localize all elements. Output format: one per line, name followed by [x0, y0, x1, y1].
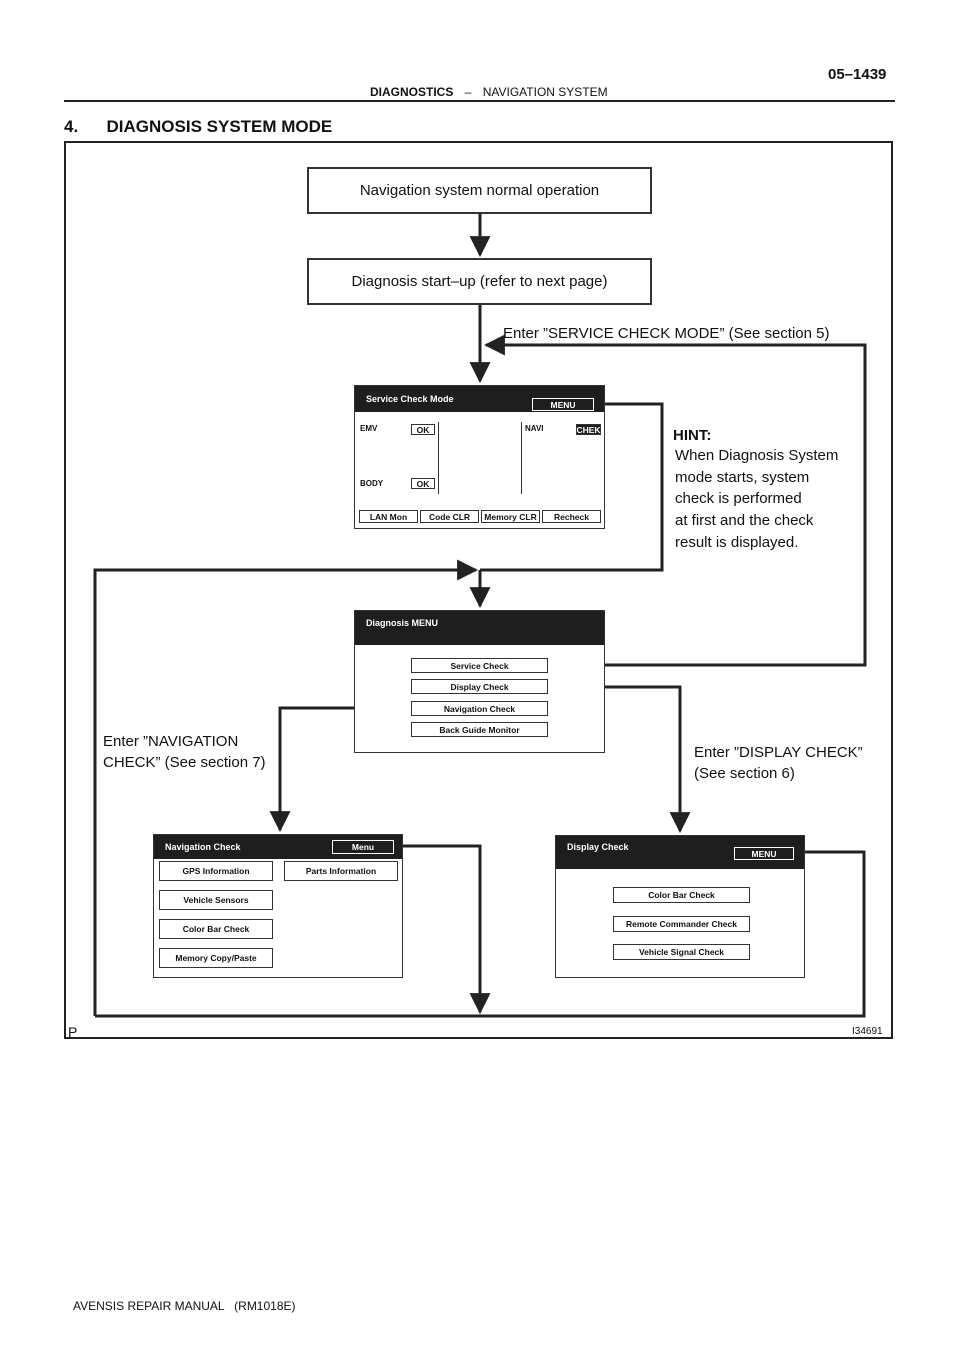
service-menu-button[interactable]: MENU: [532, 398, 594, 411]
hint-line-1: When Diagnosis System: [675, 447, 839, 464]
vehicle-signal-check-button[interactable]: Vehicle Signal Check: [613, 944, 750, 960]
parts-information-button[interactable]: Parts Information: [284, 861, 398, 881]
normal-operation-label: Navigation system normal operation: [359, 182, 600, 199]
figure-letter: P: [68, 1024, 78, 1040]
figure-frame: [64, 141, 893, 1039]
note-display-line-2: (See section 6): [694, 765, 795, 782]
header-rule: [64, 100, 895, 102]
color-bar-check-button[interactable]: Color Bar Check: [613, 887, 750, 903]
display-menu-button[interactable]: MENU: [734, 847, 794, 860]
emv-status: OK: [411, 424, 435, 435]
divider-right: [521, 422, 522, 494]
section-title: 4. DIAGNOSIS SYSTEM MODE: [64, 117, 333, 136]
header-section: DIAGNOSTICS: [370, 85, 454, 99]
back-guide-monitor-item[interactable]: Back Guide Monitor: [411, 722, 548, 737]
lan-mon-button[interactable]: LAN Mon: [359, 510, 418, 523]
header-separator: –: [464, 85, 472, 99]
navigation-check-screen: Navigation Check Menu GPS Information Pa…: [153, 834, 403, 978]
hint-line-4: at first and the check: [675, 512, 814, 529]
navi-status: CHEK: [576, 424, 601, 435]
gps-information-button[interactable]: GPS Information: [159, 861, 273, 881]
diagnosis-menu-screen: Diagnosis MENU Service Check Display Che…: [354, 610, 605, 753]
display-check-item[interactable]: Display Check: [411, 679, 548, 694]
recheck-button[interactable]: Recheck: [542, 510, 601, 523]
note-navigation-line-1: Enter ”NAVIGATION: [103, 733, 239, 750]
emv-label: EMV: [360, 424, 378, 433]
diagnosis-startup-label: Diagnosis start–up (refer to next page): [351, 273, 608, 290]
header-subsection: NAVIGATION SYSTEM: [482, 85, 608, 99]
hint-line-3: check is performed: [675, 490, 802, 507]
remote-commander-check-button[interactable]: Remote Commander Check: [613, 916, 750, 932]
display-check-title: Display Check: [567, 842, 629, 852]
diagnosis-startup-box: Diagnosis start–up (refer to next page): [307, 258, 652, 305]
page-number: 05–1439: [828, 66, 887, 83]
service-check-screen: Service Check Mode MENU EMV OK NAVI CHEK…: [354, 385, 605, 529]
footer: AVENSIS REPAIR MANUAL (RM1018E): [73, 1299, 296, 1313]
body-status: OK: [411, 478, 435, 489]
note-display-line-1: Enter ”DISPLAY CHECK”: [694, 744, 863, 761]
diagnosis-menu-title: Diagnosis MENU: [366, 618, 439, 628]
figure-id: I34691: [852, 1026, 883, 1037]
body-label: BODY: [360, 479, 384, 488]
vehicle-sensors-button[interactable]: Vehicle Sensors: [159, 890, 273, 910]
memory-copy-paste-button[interactable]: Memory Copy/Paste: [159, 948, 273, 968]
code-clr-button[interactable]: Code CLR: [420, 510, 479, 523]
diagnosis-menu-title-bar: Diagnosis MENU: [355, 611, 604, 645]
navigation-check-item[interactable]: Navigation Check: [411, 701, 548, 716]
hint-line-2: mode starts, system: [675, 469, 810, 486]
color-bar-check-button-navi[interactable]: Color Bar Check: [159, 919, 273, 939]
memory-clr-button[interactable]: Memory CLR: [481, 510, 540, 523]
divider-left: [438, 422, 439, 494]
normal-operation-box: Navigation system normal operation: [307, 167, 652, 214]
note-navigation-line-2: CHECK” (See section 7): [103, 754, 266, 771]
display-check-screen: Display Check MENU Color Bar Check Remot…: [555, 835, 805, 978]
running-header: DIAGNOSTICS – NAVIGATION SYSTEM: [370, 85, 608, 99]
navi-label: NAVI: [525, 424, 544, 433]
hint-line-5: result is displayed.: [675, 534, 799, 551]
service-check-title: Service Check Mode: [366, 394, 454, 404]
navigation-check-title: Navigation Check: [165, 842, 241, 852]
navi-menu-button[interactable]: Menu: [332, 840, 394, 854]
hint-title: HINT:: [673, 427, 712, 444]
service-check-item[interactable]: Service Check: [411, 658, 548, 673]
note-service-check: Enter ”SERVICE CHECK MODE” (See section …: [503, 325, 830, 342]
